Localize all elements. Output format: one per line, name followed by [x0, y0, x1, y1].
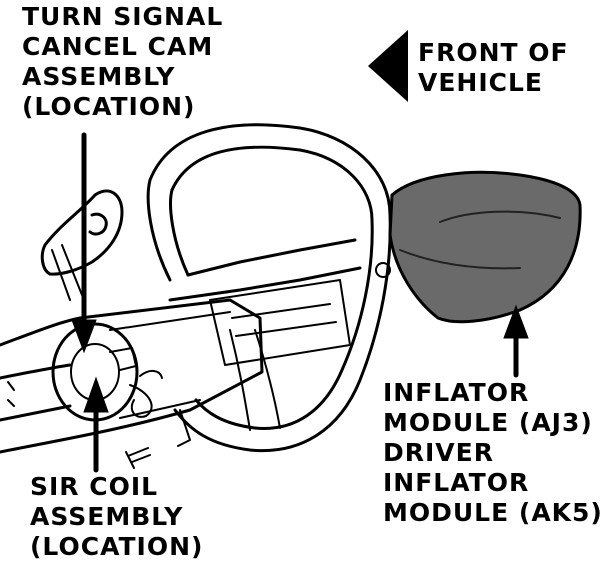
label-turn-signal-cancel-cam: TURN SIGNAL CANCEL CAM ASSEMBLY (LOCATIO…	[22, 2, 224, 121]
fastener-bolt	[125, 447, 151, 469]
steering-column	[0, 298, 264, 454]
turn-signal-lever	[40, 189, 124, 301]
steering-wheel	[146, 123, 392, 453]
inflator-module	[388, 170, 582, 324]
label-inflator-module: INFLATOR MODULE (AJ3) DRIVER INFLATOR MO…	[383, 378, 603, 527]
label-sir-coil-assembly: SIR COIL ASSEMBLY (LOCATION)	[30, 472, 204, 561]
arrow-to-cancel-cam	[71, 132, 97, 354]
front-direction-arrowhead-icon	[368, 30, 408, 102]
arrow-to-inflator-module	[503, 304, 529, 378]
arrow-to-sir-coil	[83, 376, 109, 473]
label-front-of-vehicle: FRONT OF VEHICLE	[418, 38, 569, 97]
